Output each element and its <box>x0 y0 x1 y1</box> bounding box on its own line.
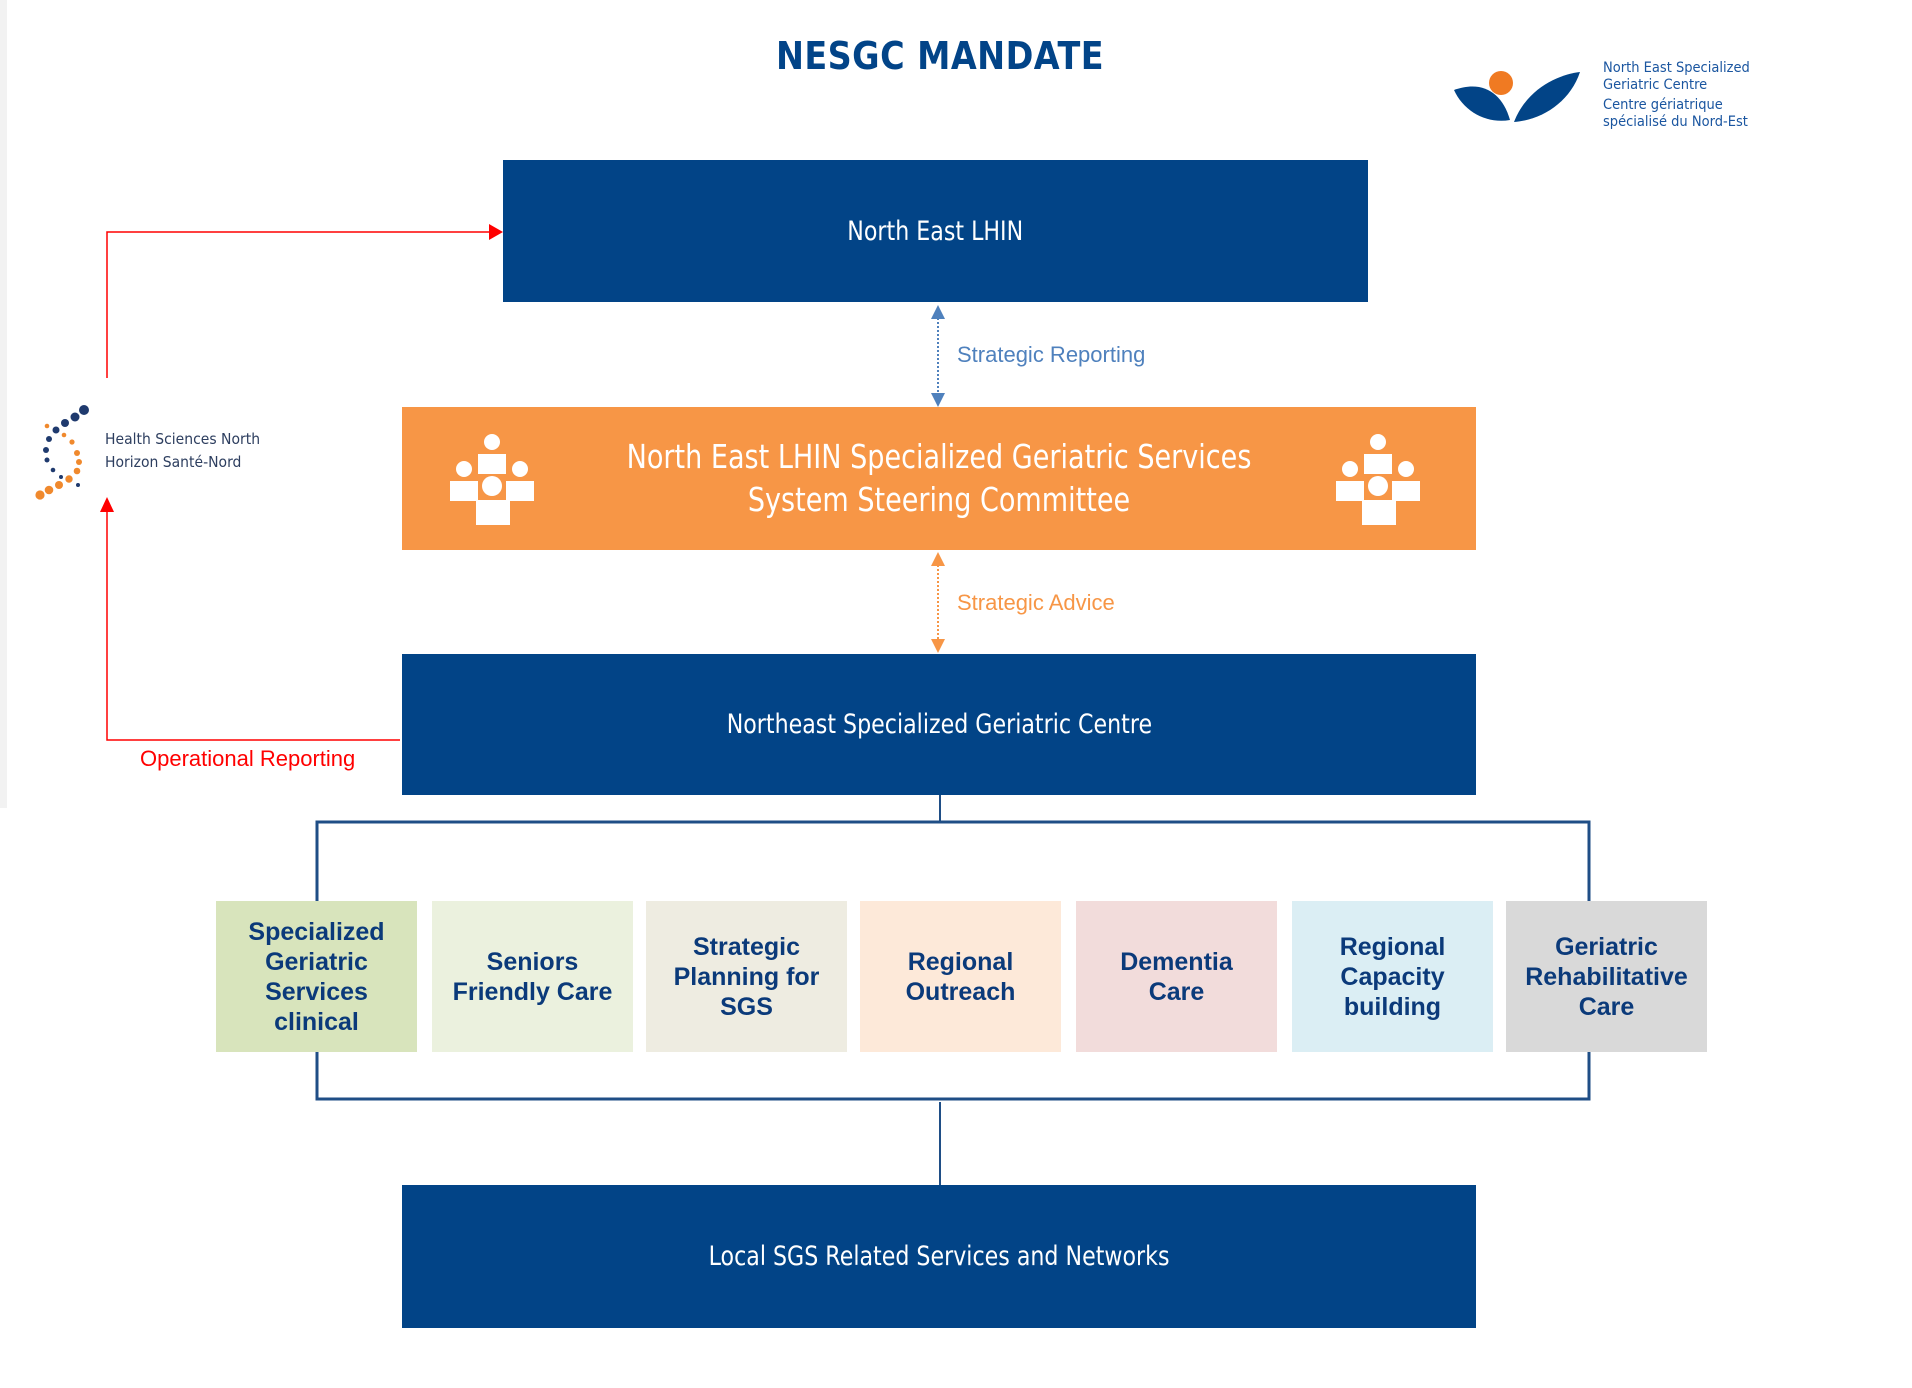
tile-sgs-clinical: Specialized Geriatric Services clinical <box>216 901 417 1052</box>
nesgc-logo-line-4: spécialisé du Nord-Est <box>1603 114 1748 130</box>
tiles-bottom-bracket <box>315 1052 1591 1101</box>
strategic-reporting-down-arrow-icon <box>931 393 945 407</box>
nesgc-logo-text: North East Specialized Geriatric Centre … <box>1603 60 1750 131</box>
hsn-logo-line-2: Horizon Santé-Nord <box>105 453 242 471</box>
strategic-reporting-label: Strategic Reporting <box>957 342 1146 367</box>
left-leaf-icon <box>1454 86 1510 121</box>
north-east-lhin-box: North East LHIN <box>503 160 1368 302</box>
hsn-to-lhin-arrowhead-icon <box>489 224 503 240</box>
steering-committee-label: North East LHIN Specialized Geriatric Se… <box>627 436 1252 522</box>
tile-geriatric-rehabilitative-care: Geriatric Rehabilitative Care <box>1506 901 1707 1052</box>
nesgc-logo-line-3: Centre gériatrique <box>1603 97 1723 113</box>
geriatric-centre-label: Northeast Specialized Geriatric Centre <box>726 709 1152 740</box>
tiles-top-bracket <box>315 820 1591 901</box>
tile-label: Dementia Care <box>1120 947 1233 1006</box>
geriatric-centre-box: Northeast Specialized Geriatric Centre <box>402 654 1476 795</box>
operational-reporting-label: Operational Reporting <box>140 746 356 771</box>
operational-reporting-arrowhead-icon <box>100 497 114 512</box>
left-edge-strip <box>0 0 7 808</box>
right-leaf-icon <box>1514 72 1580 122</box>
strategic-advice-up-arrow-icon <box>931 552 945 566</box>
hsn-to-lhin-line <box>106 231 490 378</box>
orange-dot-icon <box>1489 71 1513 95</box>
tile-label: Specialized Geriatric Services clinical <box>248 917 385 1036</box>
local-services-box: Local SGS Related Services and Networks <box>402 1185 1476 1328</box>
nesgc-logo-line-2: Geriatric Centre <box>1603 77 1708 93</box>
tile-regional-outreach: Regional Outreach <box>860 901 1061 1052</box>
tile-label: Geriatric Rehabilitative Care <box>1525 932 1688 1021</box>
hsn-logo-icon <box>35 405 89 500</box>
tile-label: Regional Capacity building <box>1339 932 1446 1021</box>
tile-dementia-care: Dementia Care <box>1076 901 1277 1052</box>
strategic-advice-label: Strategic Advice <box>957 590 1115 615</box>
tile-strategic-planning: Strategic Planning for SGS <box>646 901 847 1052</box>
steering-committee-box: North East LHIN Specialized Geriatric Se… <box>402 407 1476 550</box>
local-services-label: Local SGS Related Services and Networks <box>708 1241 1170 1272</box>
tile-seniors-friendly-care: Seniors Friendly Care <box>432 901 633 1052</box>
hsn-logo-text: Health Sciences North Horizon Santé-Nord <box>105 428 260 474</box>
nesgc-logo-icon <box>1454 71 1580 122</box>
people-group-icon <box>1336 434 1420 525</box>
tile-regional-capacity-building: Regional Capacity building <box>1292 901 1493 1052</box>
tile-label: Seniors Friendly Care <box>452 947 613 1006</box>
hsn-logo-line-1: Health Sciences North <box>105 430 261 448</box>
steering-committee-line-1: North East LHIN Specialized Geriatric Se… <box>626 436 1252 476</box>
tile-label: Regional Outreach <box>905 947 1016 1006</box>
page-title: NESGC MANDATE <box>775 34 1105 78</box>
strategic-advice-down-arrow-icon <box>931 639 945 653</box>
north-east-lhin-label: North East LHIN <box>847 215 1024 247</box>
strategic-reporting-up-arrow-icon <box>931 305 945 319</box>
steering-committee-line-2: System Steering Committee <box>747 479 1131 519</box>
nesgc-logo-line-1: North East Specialized <box>1603 60 1750 76</box>
tile-label: Strategic Planning for SGS <box>673 932 820 1021</box>
people-group-icon <box>450 434 534 525</box>
operational-reporting-line-to-hsn <box>106 501 400 741</box>
